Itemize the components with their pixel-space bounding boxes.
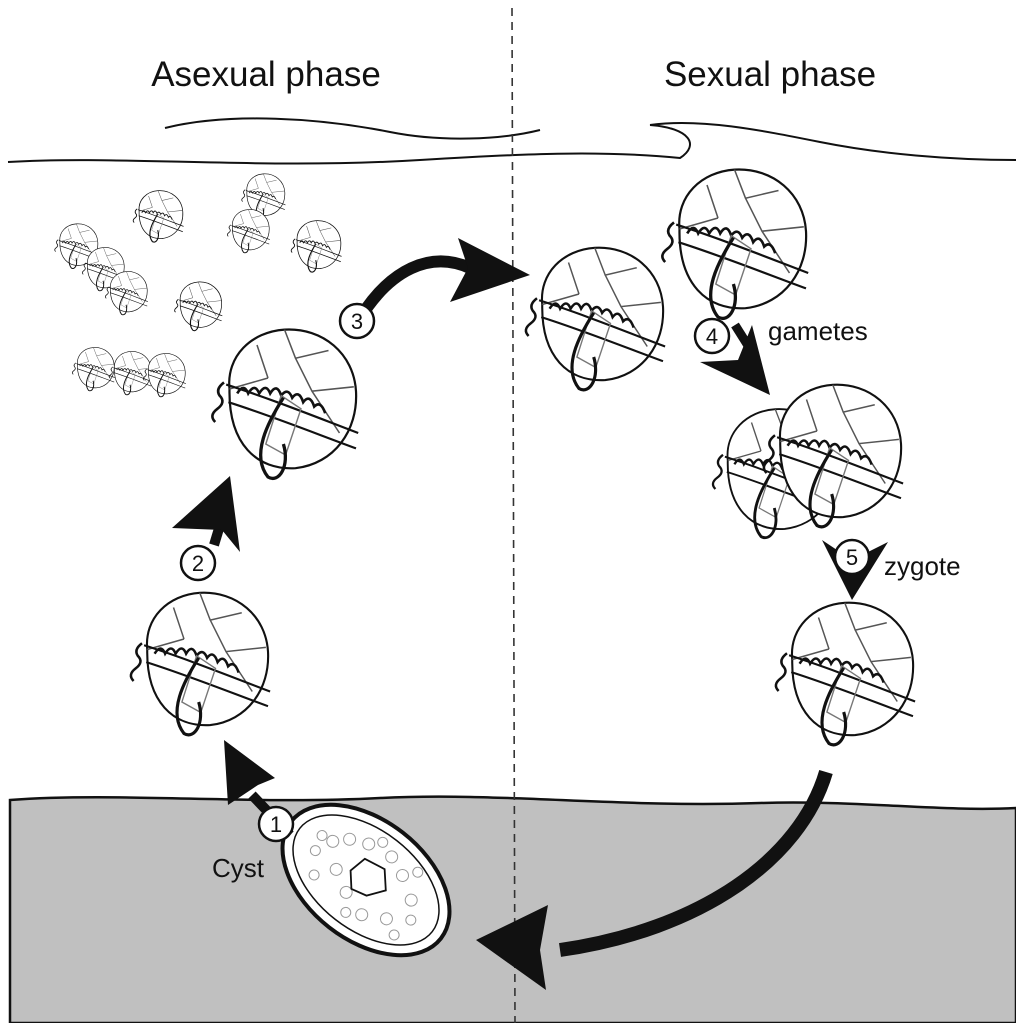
- step-marker-2: 2: [181, 546, 215, 580]
- motile-cell-icon: [131, 593, 270, 735]
- arrow-step-3: [360, 261, 470, 318]
- gametes-label: gametes: [768, 316, 868, 346]
- small-cell-icon: [72, 347, 114, 390]
- svg-text:5: 5: [846, 545, 858, 570]
- zygote-label: zygote: [884, 551, 961, 581]
- step-marker-5: 5: [835, 540, 869, 574]
- asexual-phase-title: Asexual phase: [151, 55, 381, 94]
- cyst-label: Cyst: [212, 853, 265, 883]
- sexual-phase-title: Sexual phase: [664, 55, 876, 94]
- zygote-cell-icon: [776, 603, 915, 745]
- water-surface-left: [8, 125, 690, 164]
- small-cell-icon: [291, 221, 341, 272]
- small-cell-icon: [133, 191, 183, 242]
- arrow-step-1-head: [224, 740, 275, 805]
- sediment-layer: [10, 797, 1016, 1023]
- water-surface-right: [650, 123, 1016, 160]
- svg-text:2: 2: [192, 551, 204, 576]
- step-marker-4: 4: [695, 319, 729, 353]
- step-marker-1: 1: [259, 807, 293, 841]
- gamete-cell-icon: [526, 248, 665, 390]
- svg-text:3: 3: [351, 309, 363, 334]
- svg-text:4: 4: [706, 324, 718, 349]
- small-cell-icon: [227, 209, 269, 252]
- svg-text:1: 1: [270, 812, 282, 837]
- arrow-step-2-head: [172, 476, 240, 552]
- small-cell-icon: [143, 353, 185, 396]
- step-marker-3: 3: [340, 304, 374, 338]
- gamete-cell-icon: [662, 169, 808, 318]
- dividing-cell-icon: [212, 329, 358, 478]
- small-cell-icon: [175, 282, 223, 331]
- water-surface-left-crest: [165, 118, 540, 138]
